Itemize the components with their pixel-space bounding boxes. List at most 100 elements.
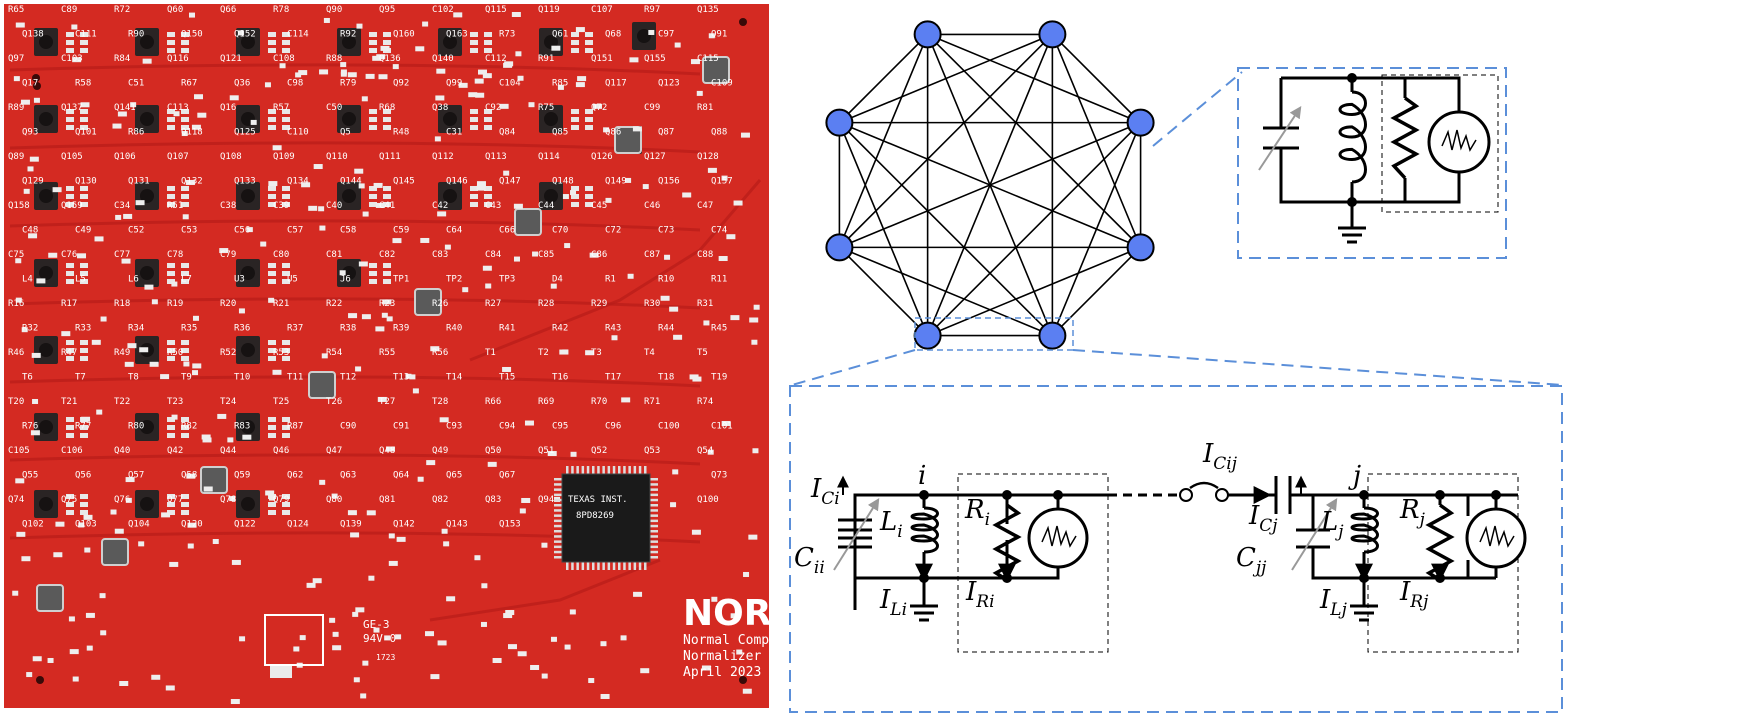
silk-label: R18 [114, 299, 130, 309]
brand-name: NORMAL [683, 593, 858, 634]
silk-label: R44 [658, 324, 674, 334]
silk-label: Q153 [499, 520, 521, 530]
silk-label: T23 [167, 397, 183, 407]
silk-label: C112 [485, 54, 507, 64]
silk-label: Q139 [340, 520, 362, 530]
silk-label: R86 [128, 128, 144, 138]
silk-label: Q147 [499, 177, 521, 187]
silk-label: Q50 [485, 446, 501, 456]
silk-label: C64 [446, 226, 462, 236]
silk-label: Q64 [393, 471, 409, 481]
silk-label: Q104 [128, 520, 150, 530]
graph-edge [1051, 33, 1142, 124]
noise-source-icon [1427, 110, 1491, 174]
graph-node [1126, 233, 1155, 262]
node-noise-box [1381, 74, 1499, 213]
silk-label: Q127 [644, 152, 666, 162]
silk-label: T11 [287, 373, 303, 383]
silk-label: Q105 [61, 152, 83, 162]
graph-node [1038, 321, 1067, 350]
silk-label: Q103 [75, 520, 97, 530]
silk-label: Q87 [658, 128, 674, 138]
silk-label: R53 [273, 348, 289, 358]
graph-edge [1051, 246, 1142, 337]
silk-label: T21 [61, 397, 77, 407]
silk-label: T27 [379, 397, 395, 407]
silk-label: R43 [605, 324, 621, 334]
silk-label: Q119 [538, 5, 560, 15]
silk-label: C56 [234, 226, 250, 236]
silk-label: Q156 [658, 177, 680, 187]
silk-label: C50 [326, 103, 342, 113]
silk-label: Q152 [234, 30, 256, 40]
silk-label: Q106 [114, 152, 136, 162]
silk-label: R74 [697, 397, 713, 407]
graph-edge [838, 246, 929, 337]
silk-label: C39 [273, 201, 289, 211]
silk-label: U5 [287, 275, 298, 285]
graph-node [1126, 108, 1155, 137]
silk-label: C34 [114, 201, 130, 211]
label-ilj: ILj [1319, 585, 1348, 620]
noise-source-icon [1027, 507, 1089, 569]
silk-label: C58 [340, 226, 356, 236]
silk-label: R66 [485, 397, 501, 407]
silk-label: C76 [61, 250, 77, 260]
noise-source-icon [1465, 507, 1527, 569]
ground-icon [1338, 202, 1366, 244]
silk-label: C90 [340, 422, 356, 432]
silk-label: R50 [167, 348, 183, 358]
silk-label: Q86 [605, 128, 621, 138]
silk-label: Q38 [432, 103, 448, 113]
silk-label: Q73 [711, 471, 727, 481]
silk-label: C78 [167, 250, 183, 260]
silk-label: C107 [591, 5, 613, 15]
silk-label: C114 [287, 30, 309, 40]
silk-label: C49 [75, 226, 91, 236]
label-icij: ICij [1202, 439, 1238, 474]
silk-label: C95 [552, 422, 568, 432]
silk-label: Q16 [220, 103, 236, 113]
silk-label: Q129 [22, 177, 44, 187]
noise-box-j [1367, 473, 1519, 653]
silk-label: Q55 [22, 471, 38, 481]
silk-label: Q82 [432, 495, 448, 505]
callout-line-node [1152, 71, 1243, 147]
silk-label: T24 [220, 397, 236, 407]
silk-label: Q149 [605, 177, 627, 187]
node-label-j: j [1348, 461, 1361, 491]
silk-label: Q140 [432, 54, 454, 64]
silk-label: T4 [644, 348, 655, 358]
silk-label: Q133 [234, 177, 256, 187]
silk-label: L6 [128, 275, 139, 285]
silk-label: R41 [499, 324, 515, 334]
silk-label: C48 [22, 226, 38, 236]
silk-label: C106 [61, 446, 83, 456]
silk-label: R33 [75, 324, 91, 334]
silk-label: Q97 [8, 54, 24, 64]
silk-label: C113 [167, 103, 189, 113]
variable-capacitor-icon [1258, 105, 1302, 171]
silk-label: R26 [432, 299, 448, 309]
silk-label: Q131 [128, 177, 150, 187]
silk-label: C59 [393, 226, 409, 236]
silk-label: Q62 [287, 471, 303, 481]
silk-label: Q111 [379, 152, 401, 162]
silk-label: TP1 [393, 275, 409, 285]
silk-label: R29 [591, 299, 607, 309]
graph-edge [839, 33, 1053, 124]
silk-label: Q57 [128, 471, 144, 481]
graph-edge [838, 33, 1053, 248]
silk-label: R68 [379, 103, 395, 113]
silk-label: R42 [552, 324, 568, 334]
graph-node [913, 321, 942, 350]
silk-label: Q150 [181, 30, 203, 40]
silk-label: R39 [393, 324, 409, 334]
date-code: 1723 [376, 653, 395, 662]
silk-label: TP3 [499, 275, 515, 285]
silk-label: C100 [658, 422, 680, 432]
label-ili: ILi [879, 585, 907, 620]
silk-label: R71 [644, 397, 660, 407]
